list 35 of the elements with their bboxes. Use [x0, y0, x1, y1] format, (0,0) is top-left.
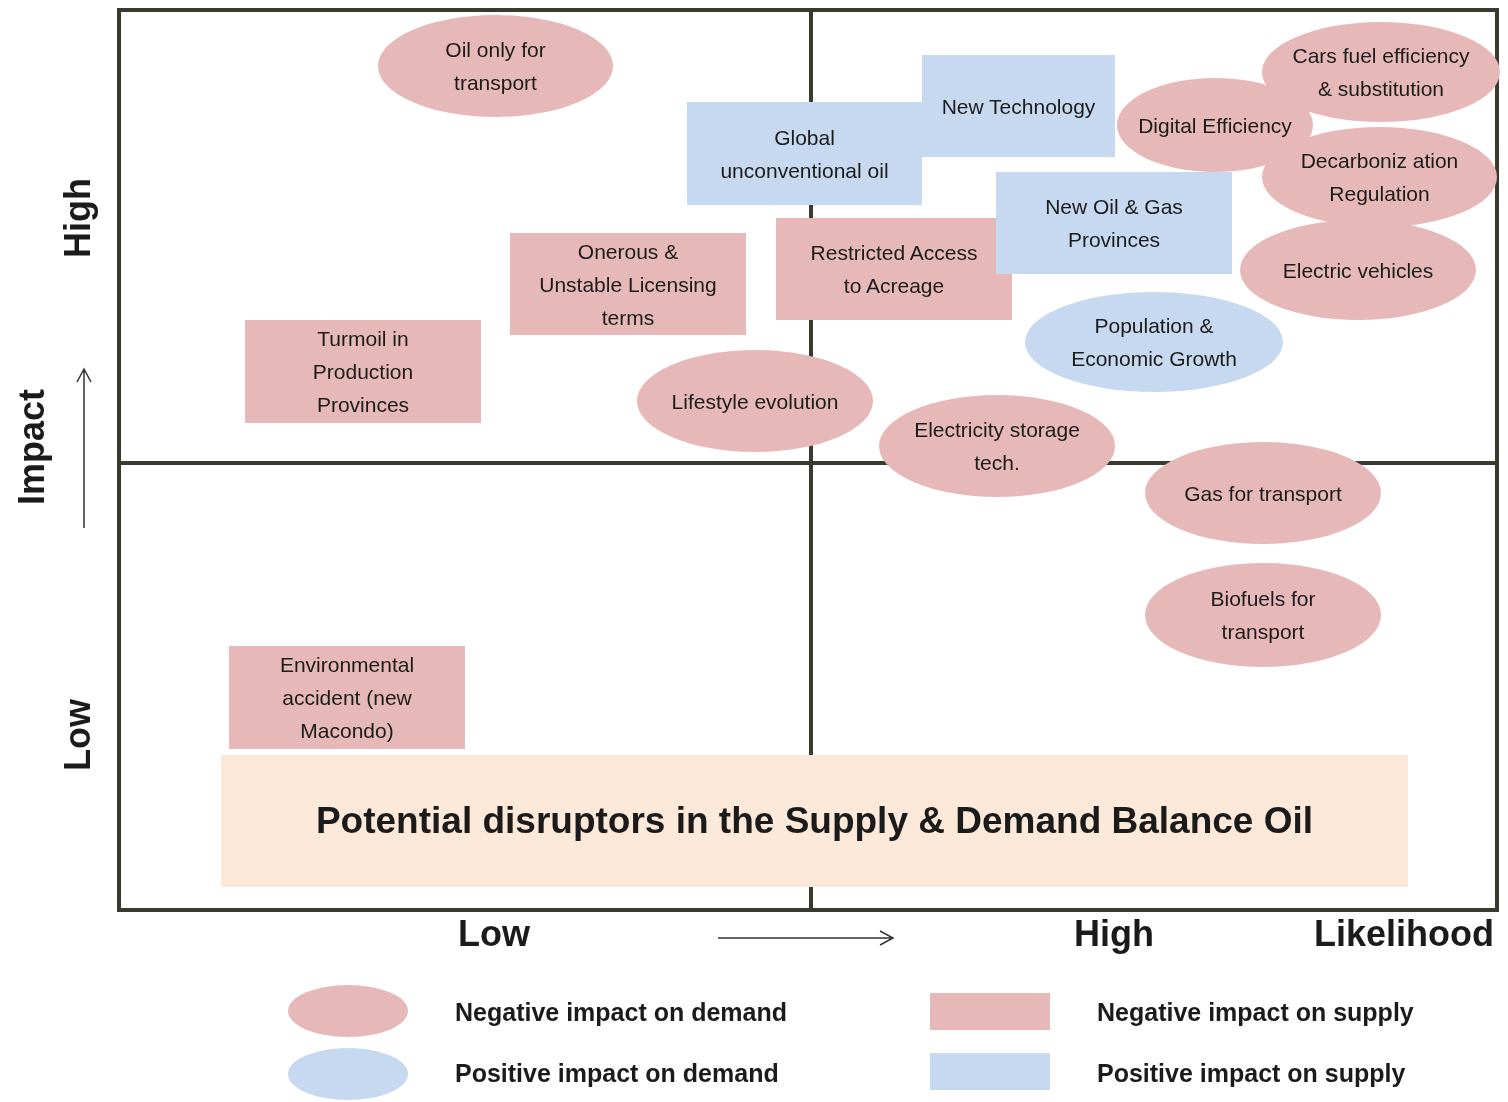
node-label: Global unconventional oil [719, 124, 890, 184]
node-label: Lifestyle evolution [671, 388, 839, 415]
node-label: Gas for transport [1184, 480, 1342, 507]
node-label: Turmoil in Production Provinces [311, 326, 415, 418]
node-label: Biofuels for transport [1209, 586, 1317, 645]
node-label: Electricity storage tech. [913, 417, 1081, 476]
node-label: Oil only for transport [444, 37, 547, 96]
node-label: Onerous & Unstable Licensing terms [538, 238, 718, 331]
risk-box [687, 102, 922, 205]
node-label: Restricted Access to Acreage [809, 240, 979, 299]
legend-text: Negative impact on supply [1097, 997, 1414, 1027]
risk-box [245, 320, 481, 423]
axis-label: High [57, 178, 99, 258]
node-label: New Technology [941, 93, 1096, 120]
node-label: Environmental accident (new Macondo) [278, 652, 416, 744]
axis-label: Likelihood [1314, 913, 1494, 955]
risk-box [996, 172, 1232, 274]
axis-label: High [1074, 913, 1154, 955]
node-label: Digital Efficiency [1138, 112, 1292, 139]
legend-text: Positive impact on supply [1097, 1058, 1406, 1088]
legend-text: Positive impact on demand [455, 1058, 779, 1088]
risk-box [922, 55, 1115, 157]
axis-label: Impact [11, 389, 53, 505]
risk-box [776, 218, 1012, 320]
risk-box [229, 646, 465, 749]
node-label: New Oil & Gas Provinces [1044, 194, 1184, 253]
axis-label: Low [57, 699, 99, 771]
node-label: Cars fuel efficiency & substitution [1291, 43, 1471, 102]
legend-text: Negative impact on demand [455, 997, 788, 1027]
title-text: Potential disruptors in the Supply & Demand Balance Oil [315, 799, 1314, 843]
axis-label: Low [458, 913, 530, 955]
node-label: Electric vehicles [1282, 257, 1434, 284]
risk-box [510, 233, 746, 335]
node-label: Population & Economic Growth [1070, 313, 1238, 372]
node-label: Decarboniz ation Regulation [1299, 148, 1460, 207]
